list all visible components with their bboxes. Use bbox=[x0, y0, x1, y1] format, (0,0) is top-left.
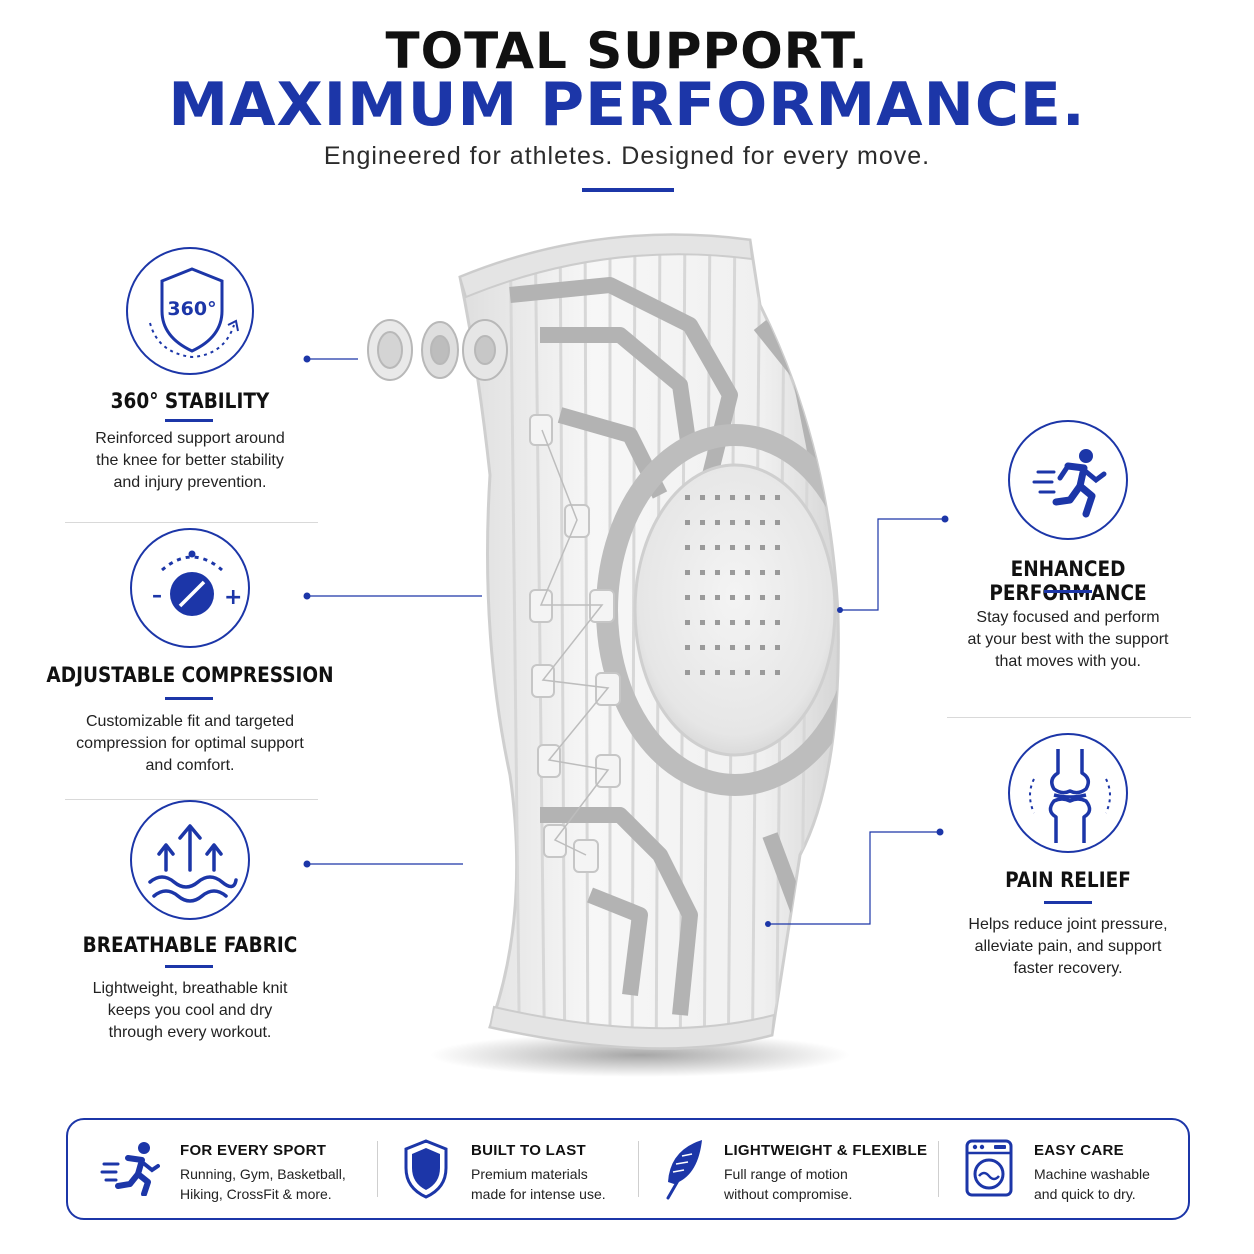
feature-desc-compression: Customizable fit and targeted compressio… bbox=[76, 713, 304, 774]
benefit-title-durable: BUILT TO LAST bbox=[471, 1142, 587, 1159]
benefits-separator bbox=[638, 1141, 639, 1197]
knee-sleeve-image bbox=[367, 233, 850, 1077]
feature-divider bbox=[947, 717, 1191, 718]
feature-rule bbox=[165, 697, 213, 700]
feature-desc-pain-relief: Helps reduce joint pressure, alleviate p… bbox=[968, 916, 1168, 977]
runner-icon bbox=[1032, 449, 1107, 518]
feature-title-pain-relief: PAIN RELIEF bbox=[1005, 868, 1131, 892]
benefit-title-lightweight: LIGHTWEIGHT & FLEXIBLE bbox=[724, 1142, 928, 1159]
washing-machine-icon bbox=[965, 1139, 1013, 1197]
shield-icon bbox=[404, 1139, 448, 1199]
pain-relief-icon-badge bbox=[1008, 733, 1128, 853]
stability-icon-badge: 360° bbox=[126, 247, 254, 375]
headline-primary: TOTAL SUPPORT. bbox=[385, 22, 869, 80]
tagline: Engineered for athletes. Designed for ev… bbox=[323, 142, 931, 170]
feature-title-stability: 360° STABILITY bbox=[110, 389, 270, 413]
benefit-desc-easy-care: Machine washable and quick to dry. bbox=[1034, 1166, 1150, 1202]
benefits-separator bbox=[938, 1141, 939, 1197]
runner-icon bbox=[100, 1142, 160, 1196]
shield-360-icon: 360° bbox=[149, 267, 239, 359]
headline-secondary: MAXIMUM PERFORMANCE. bbox=[168, 70, 1086, 140]
benefits-separator bbox=[377, 1141, 378, 1197]
feature-desc-performance: Stay focused and perform at your best wi… bbox=[967, 609, 1169, 670]
feather-icon bbox=[666, 1140, 702, 1200]
compression-dial-icon: – + bbox=[152, 550, 242, 616]
benefit-title-easy-care: EASY CARE bbox=[1034, 1142, 1124, 1159]
feature-divider bbox=[65, 522, 318, 523]
knee-joint-icon bbox=[1029, 749, 1111, 843]
breathable-icon-badge bbox=[130, 800, 250, 920]
airflow-arrows-icon bbox=[148, 824, 238, 903]
feature-divider bbox=[65, 799, 318, 800]
compression-icon-badge: – + bbox=[130, 528, 250, 648]
feature-rule bbox=[165, 965, 213, 968]
performance-icon-badge bbox=[1008, 420, 1128, 540]
title-underline bbox=[582, 188, 674, 192]
feature-title-breathable: BREATHABLE FABRIC bbox=[82, 933, 298, 957]
benefit-title-sport: FOR EVERY SPORT bbox=[180, 1142, 327, 1159]
shield-360-label: 360° bbox=[167, 298, 216, 320]
feature-desc-stability: Reinforced support around the knee for b… bbox=[95, 430, 285, 491]
benefits-bar bbox=[66, 1118, 1190, 1220]
benefit-desc-lightweight: Full range of motion without compromise. bbox=[724, 1166, 853, 1202]
benefit-desc-durable: Premium materials made for intense use. bbox=[471, 1166, 606, 1202]
feature-title-compression: ADJUSTABLE COMPRESSION bbox=[46, 663, 334, 687]
feature-rule bbox=[1044, 901, 1092, 904]
feature-rule bbox=[165, 419, 213, 422]
feature-desc-breathable: Lightweight, breathable knit keeps you c… bbox=[92, 980, 288, 1041]
benefit-desc-sport: Running, Gym, Basketball, Hiking, CrossF… bbox=[180, 1166, 346, 1202]
compression-minus: – bbox=[152, 583, 162, 607]
feature-rule bbox=[1044, 590, 1092, 593]
compression-plus: + bbox=[224, 585, 242, 610]
feature-title-performance: ENHANCED PERFORMANCE bbox=[989, 557, 1147, 605]
